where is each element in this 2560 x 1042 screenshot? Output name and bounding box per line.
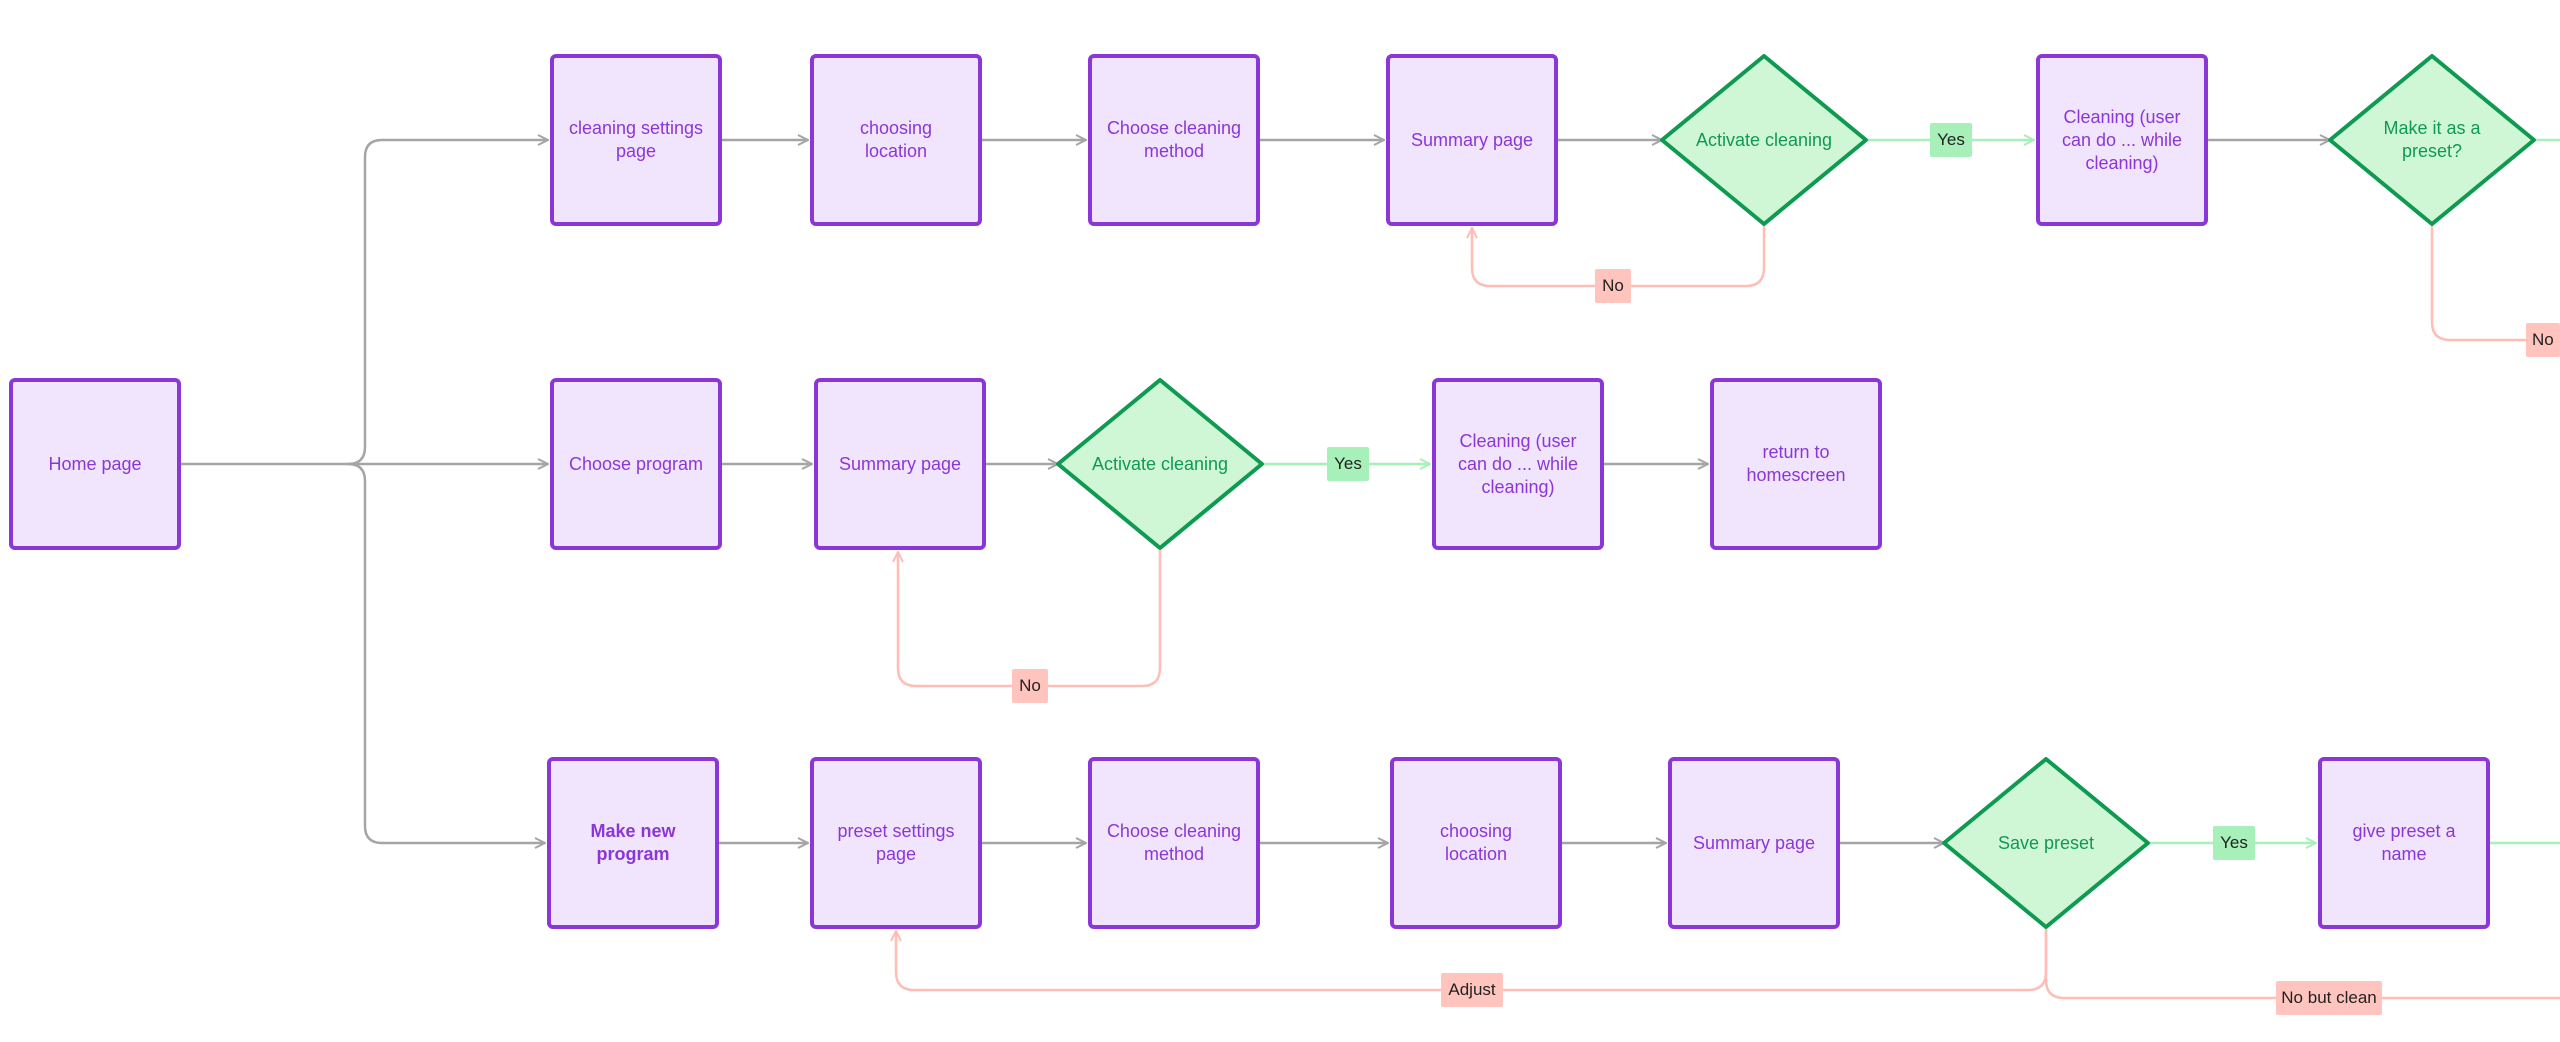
edge-label-adjust: Adjust — [1441, 973, 1503, 1007]
decision-save-preset[interactable]: Save preset — [1997, 832, 2095, 853]
decision-activate-cleaning[interactable]: Activate cleaning — [1091, 453, 1229, 474]
node-home-page[interactable]: Home page — [9, 378, 181, 550]
node-preset-settings-page[interactable]: preset settings page — [810, 757, 982, 929]
node-give-preset-a-name[interactable]: give preset a name — [2318, 757, 2490, 929]
node-summary-page[interactable]: Summary page — [814, 378, 986, 550]
node-cleaning-in-progress[interactable]: Cleaning (user can do ... while cleaning… — [2036, 54, 2208, 226]
edge-label-yes: Yes — [1327, 447, 1369, 481]
edge-label-no: No — [1012, 669, 1048, 703]
decision-make-preset[interactable]: Make it as a preset? — [2383, 118, 2481, 161]
decision-r1-preset-shape — [2328, 54, 2536, 226]
decision-r3-save-shape — [1942, 757, 2150, 929]
node-choosing-location[interactable]: choosing location — [1390, 757, 1562, 929]
node-cleaning-settings-page[interactable]: cleaning settings page — [550, 54, 722, 226]
edge-label-no: No — [2526, 323, 2560, 357]
node-make-new-program[interactable]: Make new program — [547, 757, 719, 929]
edge-label-no: No — [1595, 269, 1631, 303]
edge-label-yes: Yes — [2213, 826, 2255, 860]
node-summary-page[interactable]: Summary page — [1668, 757, 1840, 929]
node-choose-program[interactable]: Choose program — [550, 378, 722, 550]
edge-r1-preset-no — [2430, 224, 2560, 342]
edge-label-no-but-clean: No but clean — [2276, 981, 2382, 1015]
node-choose-cleaning-method[interactable]: Choose cleaning method — [1088, 54, 1260, 226]
edge-r3-save-no-but-clean — [2044, 927, 2560, 1000]
edge-home-to-r3-new — [347, 462, 545, 843]
edge-label-yes: Yes — [1930, 123, 1972, 157]
decision-r1-activate-shape — [1660, 54, 1868, 226]
node-cleaning-in-progress[interactable]: Cleaning (user can do ... while cleaning… — [1432, 378, 1604, 550]
node-choosing-location[interactable]: choosing location — [810, 54, 982, 226]
node-choose-cleaning-method[interactable]: Choose cleaning method — [1088, 757, 1260, 929]
node-summary-page[interactable]: Summary page — [1386, 54, 1558, 226]
edge-r2-activate-no — [898, 548, 1162, 688]
edge-home-to-r1-settings — [347, 140, 548, 466]
node-return-to-homescreen[interactable]: return to homescreen — [1710, 378, 1882, 550]
decision-activate-cleaning[interactable]: Activate cleaning — [1695, 129, 1833, 150]
decision-r2-activate-shape — [1056, 378, 1264, 550]
